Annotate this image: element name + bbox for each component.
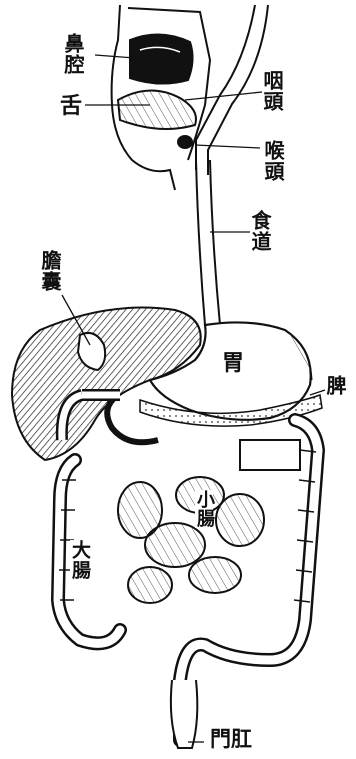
label-esophagus: 食道 [250,210,270,252]
label-nasal-cavity: 鼻腔 [63,33,83,75]
rectum [171,680,197,748]
esophagus [196,160,220,325]
label-stomach: 胃 [222,352,244,374]
duodenum [107,395,158,442]
label-pancreas: 脾 [325,375,345,396]
label-pharynx: 咽頭 [262,70,282,112]
small-intestine [118,477,264,603]
label-large-intestine: 大腸 [70,540,89,580]
label-gallbladder: 膽囊 [40,250,60,292]
label-anus: 肛門 [210,728,252,749]
head-section [112,5,268,190]
label-small-intestine: 小腸 [195,490,213,528]
label-tongue: 舌 [60,95,82,117]
label-larynx: 喉頭 [263,140,283,182]
